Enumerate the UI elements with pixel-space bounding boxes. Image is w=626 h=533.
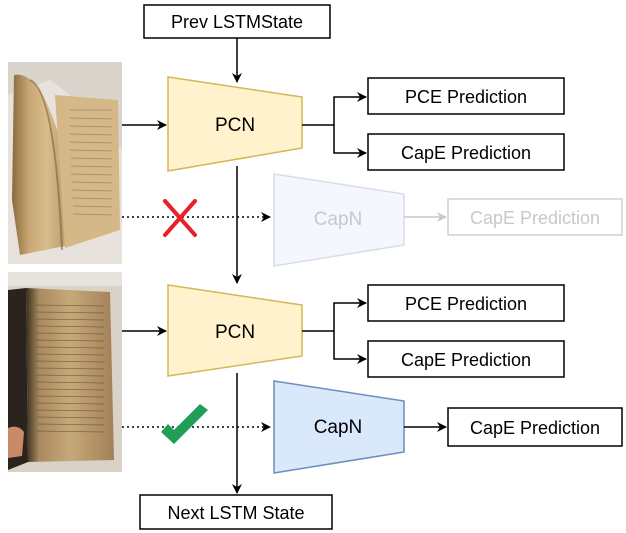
pce-prediction-box-1 <box>367 77 565 115</box>
book-photo-2 <box>8 272 122 472</box>
arrow-pcn1-to-cape <box>333 125 367 158</box>
pce-prediction-box-2 <box>367 284 565 322</box>
next-state-box <box>139 494 333 530</box>
cape-prediction-label-2: CapE Prediction <box>401 350 531 370</box>
arrow-pcn2-to-cape <box>333 331 367 364</box>
cape-prediction-box-1 <box>367 133 565 171</box>
capn-output-label-1: CapE Prediction <box>470 208 600 228</box>
pcn-block-1 <box>167 76 303 172</box>
arrow-pcn1-to-pce <box>302 92 367 126</box>
cross-icon <box>163 199 197 237</box>
capn-output-label-2: CapE Prediction <box>470 418 600 438</box>
cape-prediction-label-1: CapE Prediction <box>401 143 531 163</box>
next-state-label: Next LSTM State <box>167 503 304 523</box>
capn-output-box-1-inactive <box>447 198 623 236</box>
prev-state-box <box>143 4 331 39</box>
capn-block-2-active <box>273 380 405 474</box>
capn-output-box-2 <box>447 407 623 447</box>
pcn-2-label: PCN <box>215 322 255 343</box>
capn-1-label: CapN <box>314 209 363 230</box>
cape-prediction-box-2 <box>367 340 565 378</box>
pcn-block-2 <box>167 284 303 377</box>
prev-state-label: Prev LSTMState <box>171 12 303 32</box>
book-photo-1 <box>8 62 122 264</box>
pce-prediction-label-2: PCE Prediction <box>405 294 527 314</box>
capn-block-1-inactive <box>273 173 405 267</box>
arrow-pcn2-to-pce <box>302 298 367 332</box>
pcn-1-label: PCN <box>215 115 255 136</box>
pce-prediction-label-1: PCE Prediction <box>405 87 527 107</box>
checkmark-icon <box>161 404 208 444</box>
capn-2-label: CapN <box>314 417 363 438</box>
